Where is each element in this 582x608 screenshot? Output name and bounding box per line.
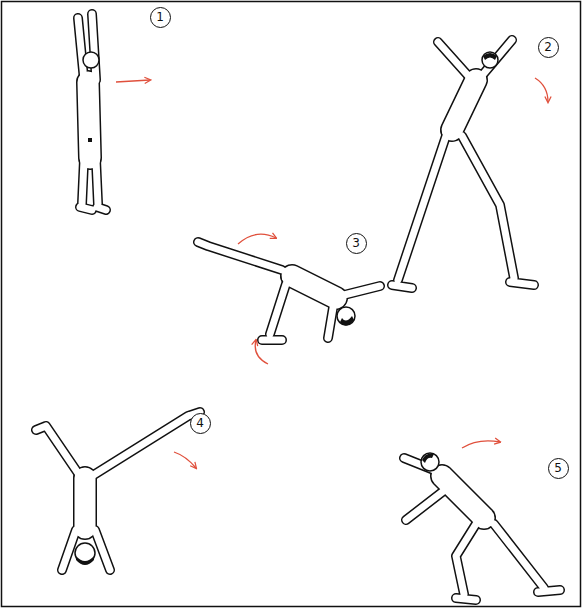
callout-circle: 2 [538, 37, 559, 58]
figures [36, 14, 560, 600]
motion-arrows [116, 78, 548, 468]
callout-number: 2 [544, 41, 552, 53]
callout-circle: 4 [190, 413, 211, 434]
callout-circle: 3 [346, 233, 367, 254]
callout-number: 5 [554, 462, 562, 474]
callout-number: 3 [352, 237, 360, 249]
callout-number: 1 [156, 11, 164, 23]
callout-circle: 1 [150, 7, 171, 28]
callout-circle: 5 [548, 458, 569, 479]
callout-number: 4 [196, 417, 204, 429]
